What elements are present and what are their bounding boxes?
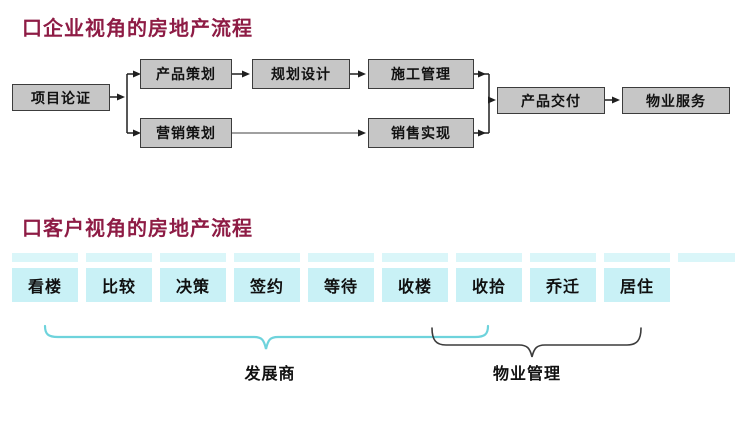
stage-cell-wait: 等待 xyxy=(308,268,374,302)
stage-cell-view: 看楼 xyxy=(12,268,78,302)
stage-cell-sign: 签约 xyxy=(234,268,300,302)
stage-cell-receive: 收楼 xyxy=(382,268,448,302)
stage-strip-segment xyxy=(86,253,152,262)
flow-node-property-service: 物业服务 xyxy=(622,87,730,114)
property-management-group-label: 物业管理 xyxy=(492,366,562,383)
property-brace xyxy=(431,327,642,358)
flow-node-product-delivery: 产品交付 xyxy=(497,87,605,114)
stage-strip-segment xyxy=(12,253,78,262)
flow-node-project-argumentation: 项目论证 xyxy=(12,84,110,111)
flow-node-marketing-planning: 营销策划 xyxy=(140,118,232,148)
flow-node-product-planning: 产品策划 xyxy=(140,59,232,89)
stage-strip-segment xyxy=(160,253,226,262)
flow-node-planning-design: 规划设计 xyxy=(252,59,350,89)
developer-brace xyxy=(43,324,490,350)
stage-strip-segment xyxy=(382,253,448,262)
customer-section-title: 口客户视角的房地产流程 xyxy=(22,218,253,240)
flow-node-construction-management: 施工管理 xyxy=(368,59,474,89)
stage-strip-segment xyxy=(234,253,300,262)
stage-cell-move: 乔迁 xyxy=(530,268,596,302)
stage-strip-segment xyxy=(530,253,596,262)
enterprise-section-title: 口企业视角的房地产流程 xyxy=(22,18,253,40)
stage-cell-decide: 决策 xyxy=(160,268,226,302)
stage-strip-segment xyxy=(308,253,374,262)
stage-strip-segment xyxy=(456,253,522,262)
stage-cell-compare: 比较 xyxy=(86,268,152,302)
flow-node-sales-realization: 销售实现 xyxy=(368,118,474,148)
stage-strip-segment xyxy=(604,253,670,262)
stage-cell-live: 居住 xyxy=(604,268,670,302)
developer-group-label: 发展商 xyxy=(244,366,296,383)
stage-strip-segment xyxy=(678,253,735,262)
stage-cell-tidy: 收拾 xyxy=(456,268,522,302)
